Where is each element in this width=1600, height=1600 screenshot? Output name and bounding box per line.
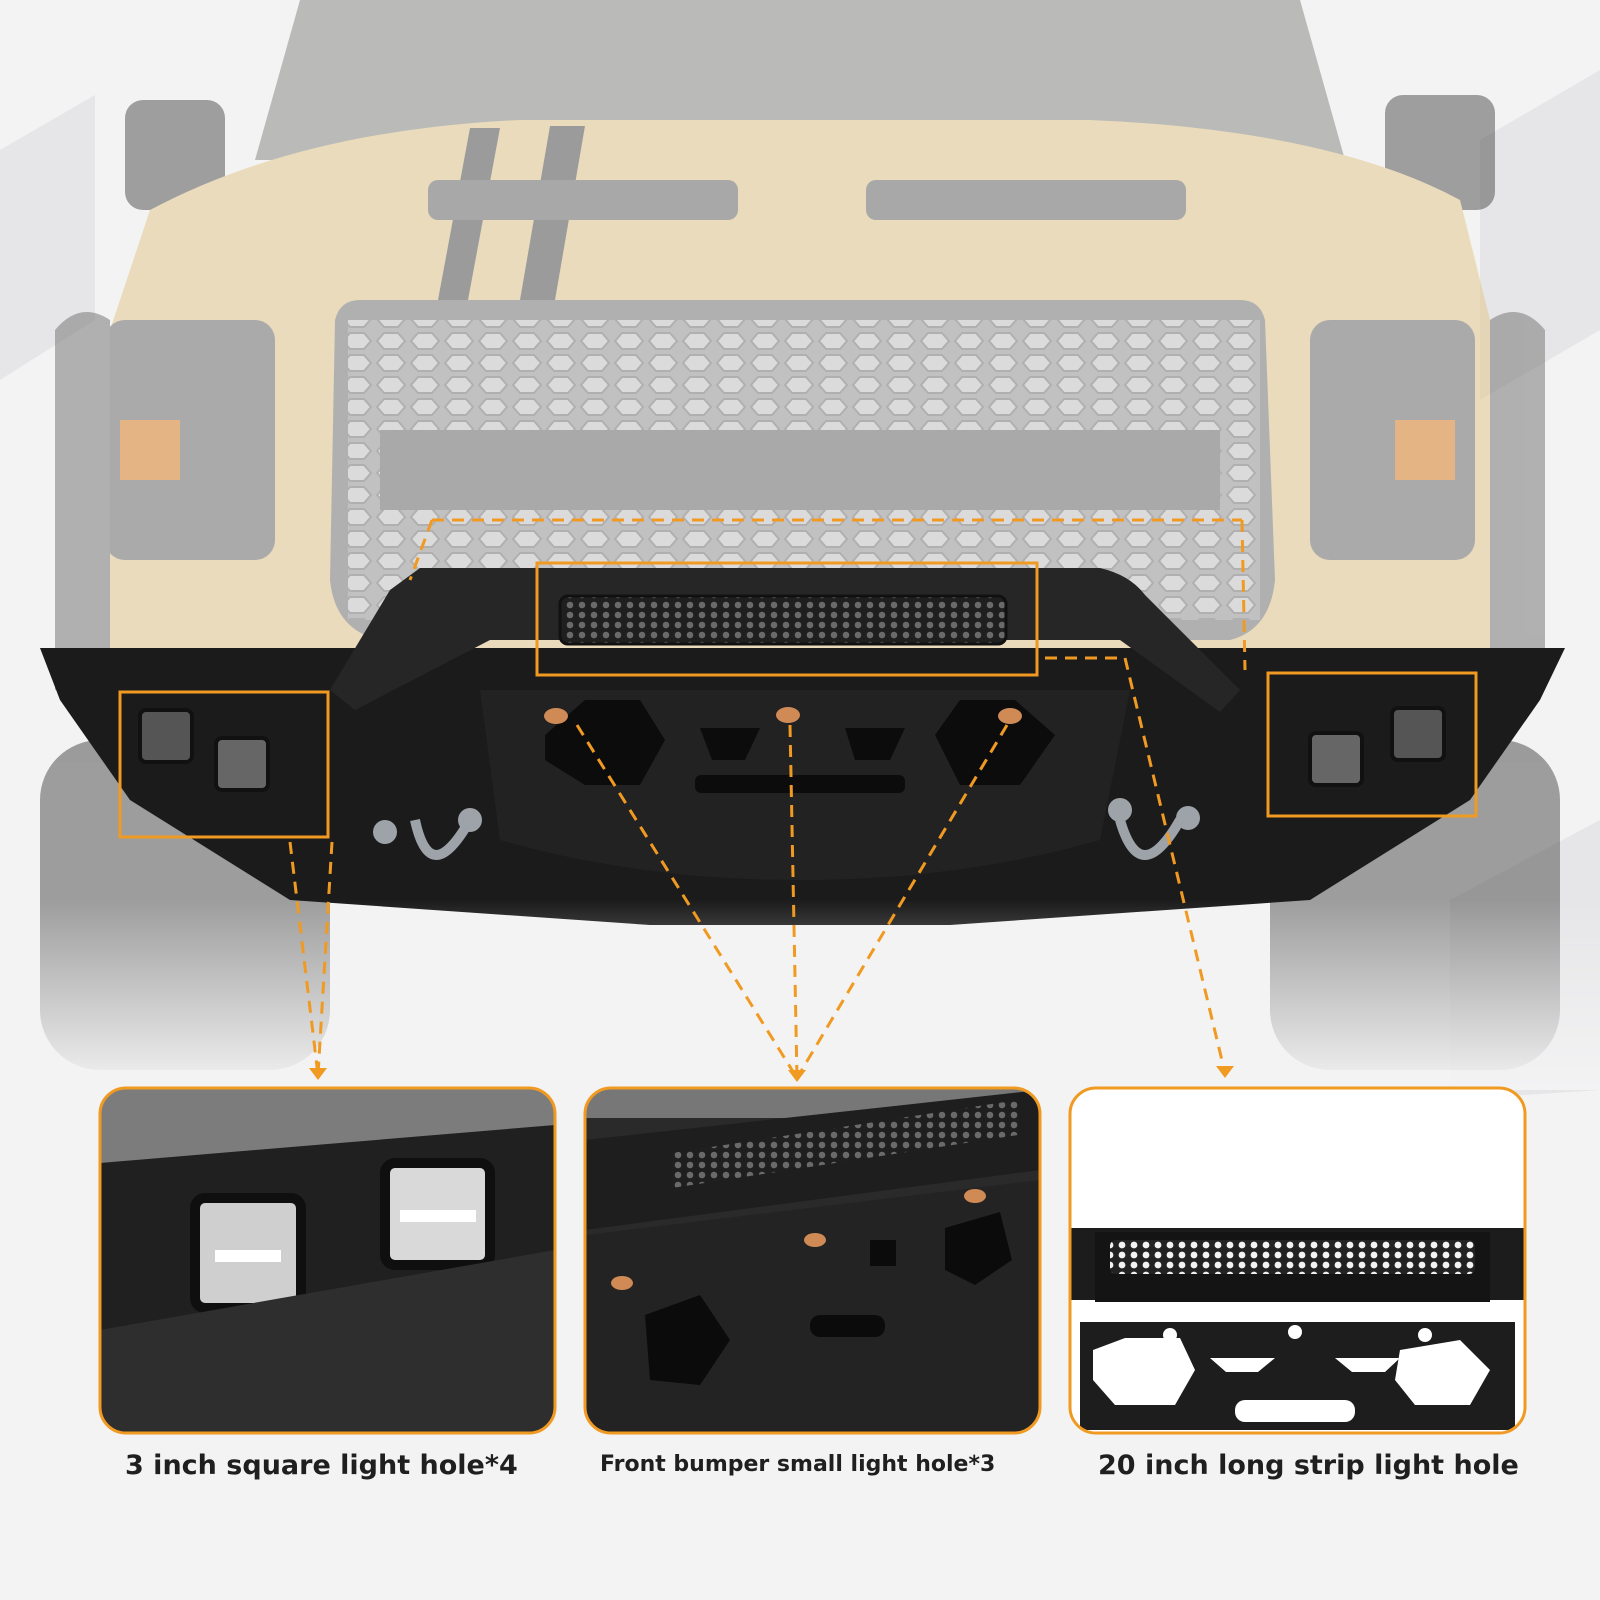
caption-small-light-hole: Front bumper small light hole*3 xyxy=(600,1452,996,1477)
callout-lines xyxy=(288,518,1247,1079)
caption-square-light-hole: 3 inch square light hole*4 xyxy=(125,1450,518,1481)
inset-small-lights xyxy=(585,1088,1040,1433)
caption-strip-light-hole: 20 inch long strip light hole xyxy=(1098,1450,1519,1481)
inset-strip-light xyxy=(1070,1088,1525,1433)
inset-square-lights xyxy=(100,1088,555,1433)
highlight-boxes xyxy=(118,561,1478,839)
